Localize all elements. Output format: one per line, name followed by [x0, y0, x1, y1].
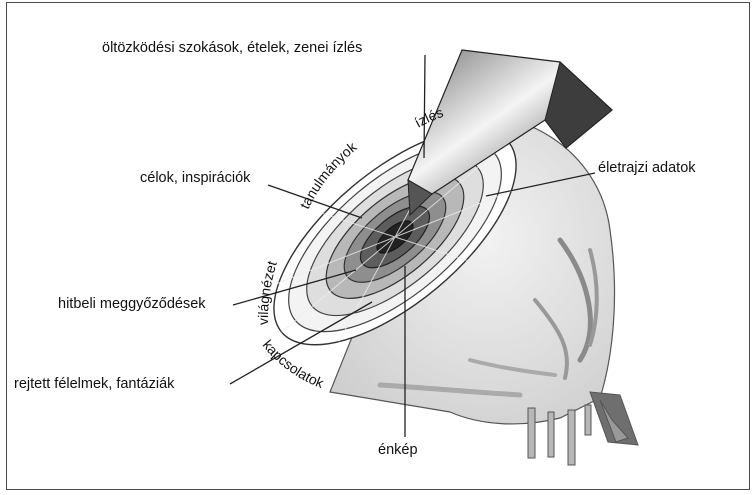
label-bio: életrajzi adatok: [598, 160, 696, 176]
label-beliefs: hitbeli meggyőződések: [58, 296, 206, 312]
label-goals: célok, inspirációk: [140, 170, 251, 186]
label-selfimage: énkép: [378, 442, 418, 458]
label-fears: rejtett félelmek, fantáziák: [14, 376, 175, 392]
label-top: öltözködési szokások, ételek, zenei ízlé…: [102, 40, 362, 56]
